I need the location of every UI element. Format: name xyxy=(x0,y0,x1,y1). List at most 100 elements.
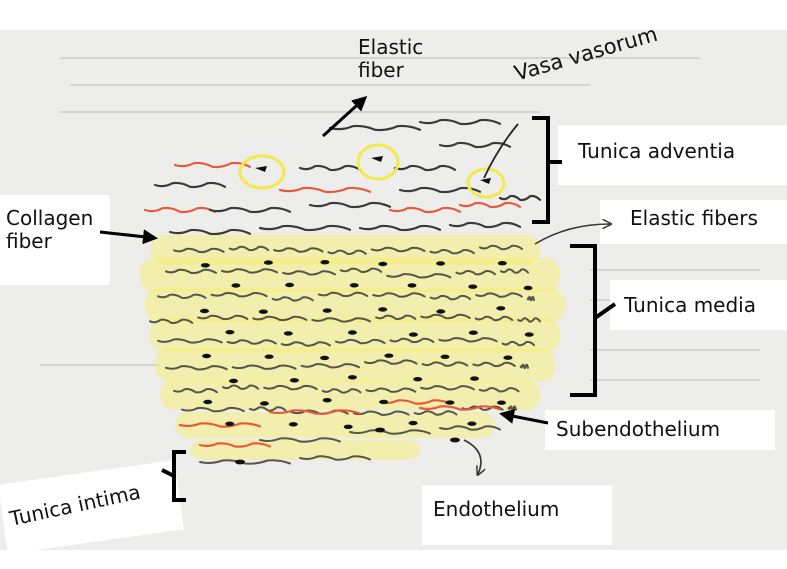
fiber-84 xyxy=(439,425,501,431)
fiber-0 xyxy=(173,161,252,169)
label-elastic-fiber: Elastic fiber xyxy=(358,36,423,82)
fiber-40 xyxy=(526,295,535,302)
nucleus-14 xyxy=(322,308,332,313)
collagen-fiber-arrow xyxy=(99,229,158,245)
fiber-77 xyxy=(178,422,262,428)
fiber-61 xyxy=(472,361,516,368)
fiber-51 xyxy=(280,341,331,347)
fiber-30 xyxy=(386,273,452,279)
fiber-81 xyxy=(198,442,272,448)
nucleus-32 xyxy=(347,375,357,380)
nucleus-0 xyxy=(200,263,210,268)
nucleus-18 xyxy=(225,330,235,335)
fiber-7 xyxy=(308,201,392,209)
fiber-1 xyxy=(153,181,227,189)
nucleus-13 xyxy=(258,309,268,314)
label-box-endothelium xyxy=(422,485,612,545)
nucleus-46 xyxy=(235,459,245,465)
fiber-14 xyxy=(418,118,502,126)
fiber-22 xyxy=(327,249,367,255)
fiber-49 xyxy=(157,338,223,344)
nucleus-23 xyxy=(524,332,534,337)
vessel-2-nucleus xyxy=(371,156,383,162)
nucleus-37 xyxy=(322,398,332,403)
fiber-strokes xyxy=(143,118,542,465)
vessel-1-nucleus xyxy=(255,166,267,172)
nucleus-22 xyxy=(468,330,478,335)
label-elastic-fiber-line1: Elastic xyxy=(358,35,424,59)
fiber-26 xyxy=(165,268,217,275)
fiber-63 xyxy=(173,388,218,394)
nucleus-29 xyxy=(503,355,513,360)
nucleus-2 xyxy=(320,260,330,265)
label-box-tunica-media xyxy=(610,280,787,330)
label-tunica-adventia: Tunica adventia xyxy=(578,139,736,163)
nucleus-25 xyxy=(264,354,274,359)
nucleus-27 xyxy=(384,353,394,358)
fiber-21 xyxy=(273,247,324,253)
nucleus-21 xyxy=(408,332,418,337)
nucleus-47 xyxy=(375,427,385,433)
fiber-39 xyxy=(475,292,523,298)
fiber-27 xyxy=(220,268,279,274)
fiber-10 xyxy=(438,141,512,149)
fiber-64 xyxy=(222,384,260,390)
fiber-24 xyxy=(429,249,475,255)
fiber-47 xyxy=(474,315,514,322)
fiber-55 xyxy=(501,340,535,347)
fiber-32 xyxy=(500,268,529,274)
fiber-4 xyxy=(278,186,372,194)
fiber-54 xyxy=(438,337,498,343)
nucleus-16 xyxy=(436,309,446,314)
fiber-60 xyxy=(421,361,469,367)
label-box-elastic-fibers xyxy=(600,200,787,244)
fiber-44 xyxy=(311,317,372,323)
vasa-vasorum-vessels xyxy=(238,143,506,199)
nucleus-20 xyxy=(347,330,357,335)
nucleus-28 xyxy=(440,354,450,359)
fiber-86 xyxy=(299,455,371,461)
tunica-intima-bracket xyxy=(161,450,186,502)
nucleus-26 xyxy=(320,355,330,361)
fiber-73 xyxy=(352,410,410,416)
vasa-vasorum-pointer xyxy=(483,123,519,179)
nucleus-3 xyxy=(378,261,388,267)
fiber-46 xyxy=(420,313,471,320)
fiber-8 xyxy=(398,186,482,194)
tunica-adventia-bracket xyxy=(532,116,562,224)
nucleus-7 xyxy=(285,282,295,288)
fiber-6 xyxy=(393,164,457,172)
vessel-3-nucleus xyxy=(480,178,491,184)
nucleus-40 xyxy=(497,400,506,405)
nucleus-41 xyxy=(225,421,235,426)
vessel-3 xyxy=(466,167,506,199)
fiber-5 xyxy=(298,164,362,172)
fiber-53 xyxy=(389,337,435,344)
fiber-68 xyxy=(420,385,475,391)
fiber-59 xyxy=(363,359,418,365)
nucleus-43 xyxy=(343,424,353,429)
fiber-62 xyxy=(519,363,529,370)
fiber-67 xyxy=(365,387,417,393)
nucleus-36 xyxy=(259,401,269,406)
fiber-52 xyxy=(334,338,386,345)
fiber-85 xyxy=(199,459,291,465)
fiber-65 xyxy=(263,384,318,391)
nucleus-9 xyxy=(407,283,417,288)
fiber-48 xyxy=(517,317,541,323)
fiber-80 xyxy=(418,405,502,411)
fiber-70 xyxy=(181,406,245,413)
label-elastic-fibers: Elastic fibers xyxy=(630,206,758,230)
nucleus-11 xyxy=(523,285,533,291)
label-box-tunica-adventia xyxy=(558,125,787,185)
fiber-3 xyxy=(208,206,292,214)
fiber-19 xyxy=(173,247,225,254)
fiber-58 xyxy=(300,363,360,369)
fiber-29 xyxy=(339,267,383,273)
nucleus-38 xyxy=(379,399,389,405)
nucleus-35 xyxy=(203,399,213,405)
label-elastic-fiber-line2: fiber xyxy=(358,58,404,82)
fiber-17 xyxy=(358,224,442,232)
